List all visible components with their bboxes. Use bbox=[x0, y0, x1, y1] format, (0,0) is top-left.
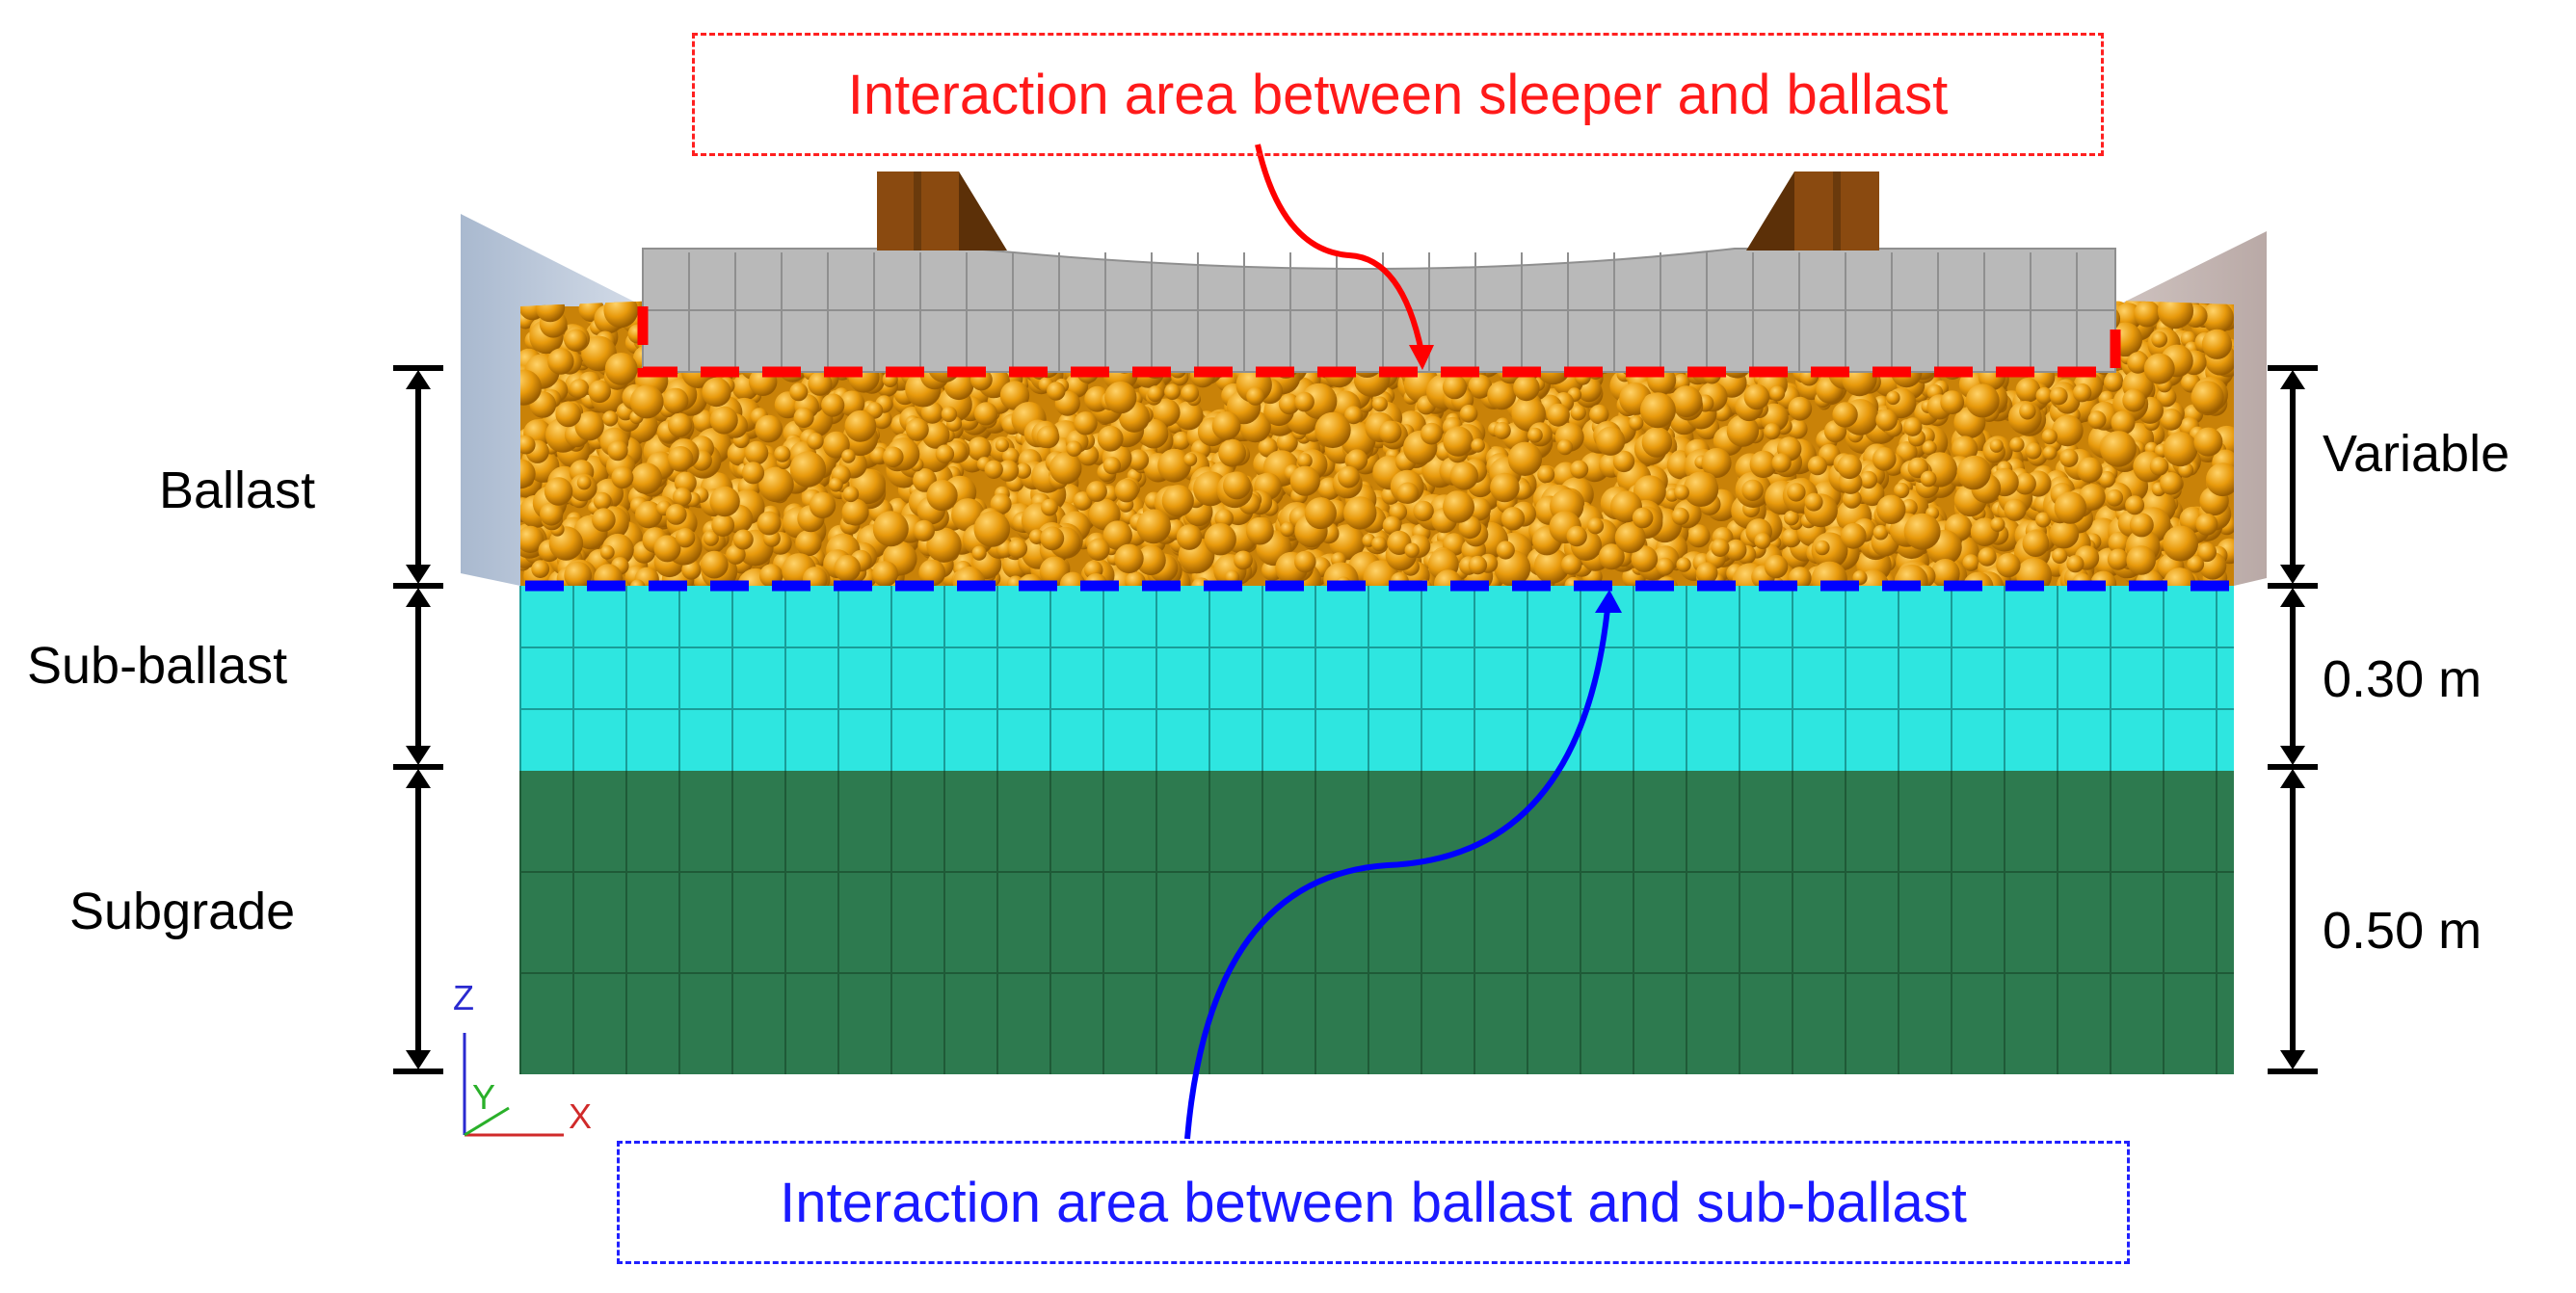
right-slope bbox=[2115, 231, 2267, 586]
ballast-dimension: Variable bbox=[2323, 425, 2510, 483]
subballast-label: Sub-ballast bbox=[27, 637, 288, 695]
blue-pointer-arrow bbox=[1184, 608, 1610, 1140]
left-rail-seat bbox=[877, 172, 1007, 251]
right-dimension-lines bbox=[2268, 365, 2318, 1074]
left-slope bbox=[461, 214, 644, 586]
subballast-layer bbox=[520, 586, 2234, 771]
right-rail-seat bbox=[1746, 172, 1879, 251]
sleeper-ballast-callout: Interaction area between sleeper and bal… bbox=[692, 33, 2104, 156]
subballast-dimension: 0.30 m bbox=[2323, 650, 2483, 708]
red-arrowhead bbox=[1409, 345, 1434, 370]
subgrade-layer bbox=[520, 771, 2234, 1074]
ballast-label: Ballast bbox=[159, 462, 316, 519]
x-axis-label: X bbox=[569, 1096, 593, 1136]
z-axis-label: Z bbox=[453, 978, 474, 1017]
subballast-mesh bbox=[519, 586, 2234, 771]
axis-triad bbox=[463, 1033, 564, 1137]
subgrade-label: Subgrade bbox=[69, 883, 296, 940]
subgrade-mesh bbox=[519, 771, 2234, 1074]
blue-arrowhead bbox=[1595, 590, 1622, 613]
sleeper-ballast-interface bbox=[637, 306, 2121, 378]
left-dimension-lines bbox=[393, 365, 443, 1074]
ballast-subballast-callout: Interaction area between ballast and sub… bbox=[617, 1141, 2130, 1264]
subgrade-dimension: 0.50 m bbox=[2323, 902, 2483, 960]
red-pointer-arrow bbox=[1255, 144, 1424, 353]
y-axis-label: Y bbox=[472, 1077, 496, 1117]
